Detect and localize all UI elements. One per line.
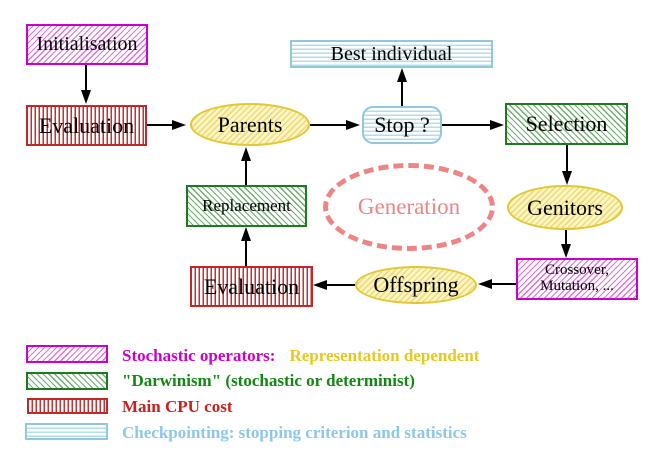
node-parents-label: Parents [217, 111, 283, 137]
node-offspring: Offspring [355, 266, 477, 304]
node-initialisation: Initialisation [26, 24, 148, 65]
legend-cpu-label: Main CPU cost [122, 396, 233, 416]
node-replacement: Replacement [186, 185, 307, 227]
legend-swatch-stochastic [26, 345, 108, 363]
legend-swatch-cpu [27, 398, 108, 414]
node-selection: Selection [505, 103, 628, 145]
node-crossover-mutation: Crossover, Mutation, ... [516, 258, 638, 300]
node-stop-label: Stop ? [374, 112, 430, 138]
node-genitors-label: Genitors [527, 194, 603, 220]
node-stop: Stop ? [362, 106, 442, 144]
legend-swatch-checkpointing [25, 423, 108, 440]
legend-checkpointing-label: Checkpointing: stopping criterion and st… [122, 422, 467, 442]
node-evaluation-top: Evaluation [26, 105, 147, 146]
legend-row-stochastic: Stochastic operators: Representation dep… [122, 346, 479, 365]
node-evaluation-top-label: Evaluation [38, 112, 135, 138]
generation-loop-ellipse: Generation [323, 163, 495, 251]
node-best-individual-label: Best individual [330, 42, 453, 65]
legend-row-darwinism: "Darwinism" (stochastic or determinist) [122, 371, 415, 390]
node-mutation-label: Mutation, ... [540, 278, 614, 294]
node-initialisation-label: Initialisation [36, 33, 138, 55]
legend-row-cpu: Main CPU cost [122, 397, 232, 416]
node-crossover-label: Crossover, [545, 262, 609, 279]
legend-darwinism-label: "Darwinism" (stochastic or determinist) [122, 370, 415, 390]
node-replacement-label: Replacement [202, 196, 291, 216]
generation-label: Generation [357, 194, 461, 219]
node-best-individual: Best individual [290, 40, 493, 68]
node-evaluation-bottom: Evaluation [190, 266, 313, 307]
legend-stochastic-label: Stochastic operators: [122, 345, 276, 365]
node-offspring-label: Offspring [373, 272, 459, 298]
node-parents: Parents [190, 103, 310, 146]
node-evaluation-bottom-label: Evaluation [203, 273, 300, 299]
node-genitors: Genitors [507, 185, 623, 230]
legend-representation-label: Representation dependent [289, 345, 480, 365]
node-selection-label: Selection [525, 111, 608, 137]
legend-swatch-darwinism [26, 372, 108, 390]
legend-row-checkpointing: Checkpointing: stopping criterion and st… [122, 423, 467, 442]
